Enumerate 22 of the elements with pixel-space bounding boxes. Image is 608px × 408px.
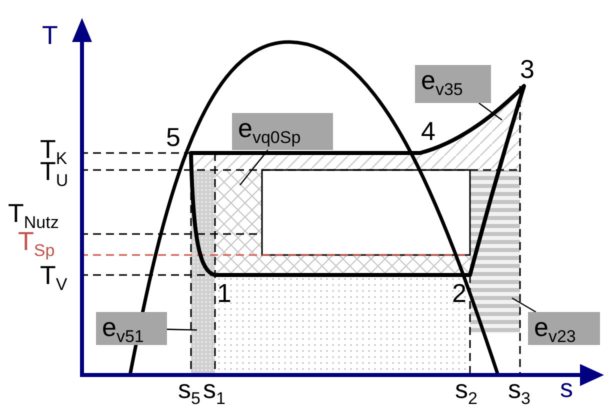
leader-line: [240, 150, 268, 186]
area-label: e$_{vq0Sp}$: [232, 113, 333, 150]
temperature-label: T$_{Sp}$: [18, 228, 55, 259]
point-number: 3: [520, 56, 534, 82]
temperature-label: T$_{Nutz}$: [8, 200, 59, 231]
temperature-label: T$_{V}$: [40, 262, 68, 293]
point-number: 1: [217, 280, 232, 306]
axis-label: T: [42, 22, 58, 48]
point-number: 5: [166, 124, 180, 150]
point-number: 2: [452, 280, 466, 306]
axis-label: s: [560, 375, 573, 401]
point-number: 4: [421, 118, 436, 144]
leader-line: [166, 328, 198, 331]
area-label: e$_{v23}$: [528, 312, 600, 345]
entropy-label: s$_{3}$: [508, 376, 530, 407]
entropy-label: s$_{1}$: [203, 376, 226, 407]
entropy-label: s$_{5}$: [178, 376, 200, 407]
area-label: e$_{v35}$: [415, 65, 491, 103]
entropy-label: s$_{2}$: [455, 376, 478, 407]
leader-line: [512, 297, 536, 313]
area-label: e$_{v51}$: [96, 312, 167, 345]
leader-line: [478, 102, 502, 121]
